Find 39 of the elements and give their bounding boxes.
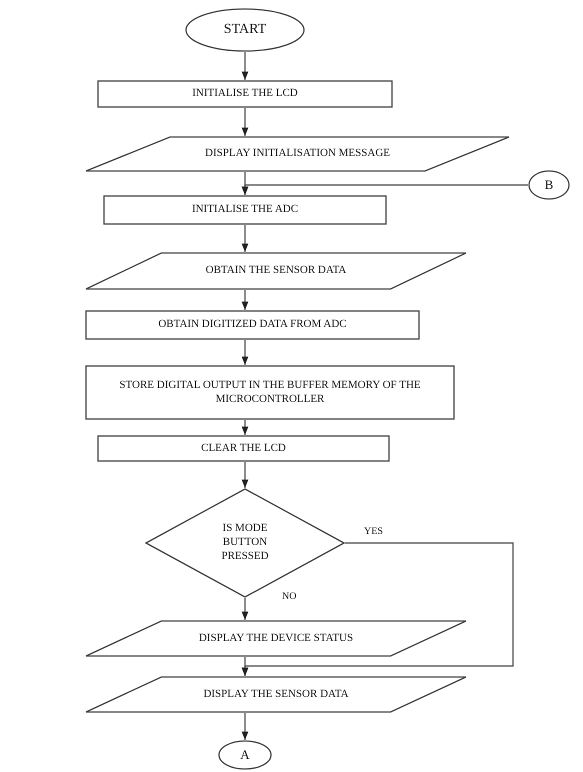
node-label: INITIALISE THE ADC bbox=[192, 203, 298, 217]
node-label: INITIALISE THE LCD bbox=[192, 87, 298, 101]
edge-label: NO bbox=[280, 592, 298, 602]
decision-diamond bbox=[145, 488, 345, 598]
terminal-ellipse bbox=[185, 8, 305, 52]
arrow bbox=[242, 52, 248, 80]
process-box bbox=[103, 195, 387, 225]
arrow bbox=[242, 462, 248, 488]
arrow bbox=[242, 657, 248, 676]
node-label: DISPLAY THE DEVICE STATUS bbox=[198, 632, 354, 646]
arrow bbox=[242, 598, 248, 620]
node-label: OBTAIN THE SENSOR DATA bbox=[206, 264, 346, 278]
node-label: OBTAIN DIGITIZED DATA FROM ADC bbox=[158, 318, 347, 332]
arrow bbox=[242, 420, 248, 435]
node-label: B bbox=[544, 176, 554, 194]
node-label: START bbox=[224, 21, 266, 39]
node-label: DISPLAY THE SENSOR DATA bbox=[203, 688, 349, 702]
node-label: A bbox=[240, 746, 250, 764]
connector-circle bbox=[218, 740, 272, 770]
arrow bbox=[242, 225, 248, 252]
io-parallelogram bbox=[85, 620, 467, 657]
node-label: IS MODE BUTTON PRESSED bbox=[220, 522, 270, 564]
process-box bbox=[85, 365, 455, 420]
edge-label: YES bbox=[362, 527, 385, 537]
arrow bbox=[242, 290, 248, 310]
io-parallelogram bbox=[85, 676, 467, 713]
node-label: CLEAR THE LCD bbox=[201, 442, 286, 456]
arrow bbox=[242, 340, 248, 365]
arrow bbox=[242, 184, 528, 195]
connector-circle bbox=[528, 170, 570, 200]
arrow bbox=[242, 108, 248, 136]
process-box bbox=[97, 80, 393, 108]
io-parallelogram bbox=[85, 136, 510, 172]
arrow bbox=[242, 713, 248, 740]
node-label: DISPLAY INITIALISATION MESSAGE bbox=[205, 147, 390, 161]
process-box bbox=[97, 435, 390, 462]
process-box bbox=[85, 310, 420, 340]
io-parallelogram bbox=[85, 252, 467, 290]
node-label: STORE DIGITAL OUTPUT IN THE BUFFER MEMORY OF THE MICROCONTROLLER bbox=[118, 378, 422, 406]
